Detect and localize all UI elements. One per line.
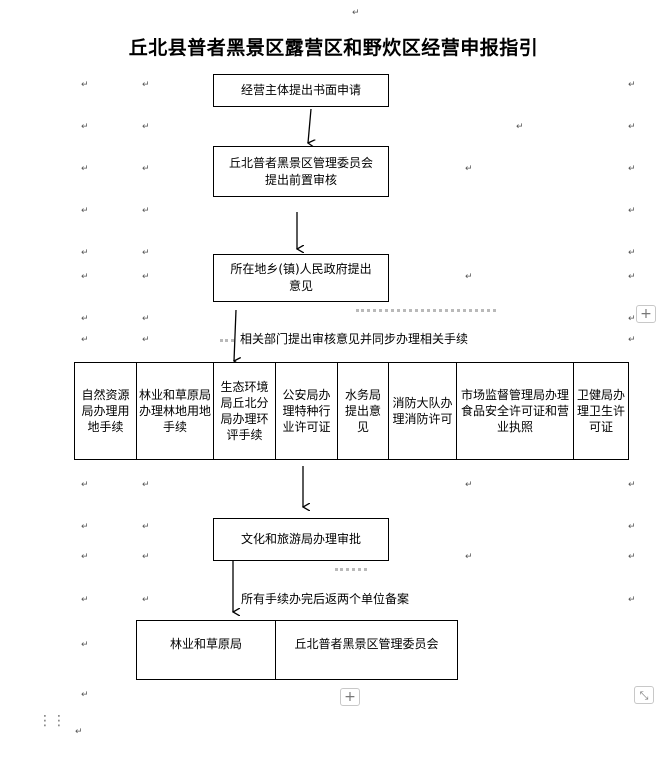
dotted-separator	[356, 309, 496, 312]
paragraph-mark: ↵	[142, 80, 150, 90]
departments-table: 自然资源局办理用地手续 林业和草原局办理林地用地手续 生态环境局丘北分局办理环评…	[74, 362, 629, 460]
step-approval: 文化和旅游局办理审批	[213, 518, 389, 561]
paragraph-mark: ↵	[81, 164, 89, 174]
paragraph-mark: ↵	[628, 164, 636, 174]
paragraph-mark: ↵	[628, 552, 636, 562]
page-title: 丘北县普者黑景区露营区和野炊区经营申报指引	[128, 37, 539, 59]
paragraph-mark: ↵	[516, 122, 524, 132]
paragraph-mark: ↵	[142, 272, 150, 282]
paragraph-mark: ↵	[81, 272, 89, 282]
paragraph-mark: ↵	[628, 80, 636, 90]
paragraph-mark: ↵	[81, 522, 89, 532]
step-pre-review-line1: 丘北普者黑景区管理委员会	[228, 155, 373, 170]
archive-unit-committee: 丘北普者黑景区管理委员会	[275, 620, 458, 680]
paragraph-mark: ↵	[628, 314, 636, 324]
paragraph-mark: ↵	[81, 690, 89, 700]
paragraph-mark: ↵	[628, 595, 636, 605]
step-town-opinion-line2: 意见	[288, 279, 313, 293]
step-pre-review-line2: 提出前置审核	[264, 172, 337, 187]
paragraph-mark: ↵	[465, 272, 473, 282]
dept-ecology: 生态环境局丘北分局办理环评手续	[213, 362, 276, 460]
paragraph-mark: ↵	[352, 8, 360, 18]
dept-water: 水务局提出意见	[337, 362, 389, 460]
paragraph-mark: ↵	[81, 122, 89, 132]
paragraph-mark: ↵	[142, 595, 150, 605]
add-column-button[interactable]: +	[636, 305, 656, 323]
paragraph-mark: ↵	[628, 480, 636, 490]
paragraph-mark: ↵	[142, 480, 150, 490]
paragraph-mark: ↵	[81, 480, 89, 490]
dept-forestry: 林业和草原局办理林地用地手续	[136, 362, 214, 460]
paragraph-mark: ↵	[628, 248, 636, 258]
arrow-1	[308, 108, 311, 143]
paragraph-mark: ↵	[142, 248, 150, 258]
step-town-opinion-line1: 所在地乡(镇)人民政府提出	[230, 262, 372, 276]
step-pre-review: 丘北普者黑景区管理委员会 提出前置审核	[213, 146, 389, 197]
step-approval-text: 文化和旅游局办理审批	[240, 532, 361, 546]
resize-icon[interactable]: ⤡	[634, 686, 654, 704]
departments-note: 相关部门提出审核意见并同步办理相关手续	[240, 332, 469, 346]
dotted-separator	[335, 568, 367, 571]
paragraph-mark: ↵	[142, 522, 150, 532]
dept-fire: 消防大队办理消防许可	[388, 362, 457, 460]
paragraph-mark: ↵	[628, 272, 636, 282]
step-town-opinion: 所在地乡(镇)人民政府提出 意见	[213, 254, 389, 302]
paragraph-mark: ↵	[81, 80, 89, 90]
paragraph-mark: ↵	[142, 164, 150, 174]
paragraph-mark: ↵	[81, 206, 89, 216]
paragraph-mark: ↵	[81, 640, 89, 650]
paragraph-mark: ↵	[81, 314, 89, 324]
step-application-text: 经营主体提出书面申请	[240, 83, 361, 97]
paragraph-mark: ↵	[628, 522, 636, 532]
step-application: 经营主体提出书面申请	[213, 74, 389, 107]
paragraph-mark: ↵	[81, 552, 89, 562]
paragraph-mark: ↵	[142, 206, 150, 216]
paragraph-mark: ↵	[142, 314, 150, 324]
dept-market-supervision: 市场监督管理局办理食品安全许可证和营业执照	[456, 362, 574, 460]
archive-table: 林业和草原局 丘北普者黑景区管理委员会	[136, 620, 458, 680]
paragraph-mark: ↵	[465, 552, 473, 562]
paragraph-mark: ↵	[81, 595, 89, 605]
drag-handle-icon[interactable]: ⋮⋮	[38, 713, 66, 729]
paragraph-mark: ↵	[465, 164, 473, 174]
archive-note: 所有手续办完后返两个单位备案	[241, 592, 410, 606]
paragraph-mark: ↵	[81, 335, 89, 345]
arrow-3	[234, 309, 236, 361]
paragraph-mark: ↵	[142, 552, 150, 562]
dept-natural-resources: 自然资源局办理用地手续	[74, 362, 137, 460]
paragraph-mark: ↵	[142, 335, 150, 345]
dept-health: 卫健局办理卫生许可证	[573, 362, 629, 460]
paragraph-mark: ↵	[81, 248, 89, 258]
add-row-button[interactable]: +	[340, 688, 360, 706]
paragraph-mark: ↵	[628, 206, 636, 216]
dotted-separator	[220, 339, 234, 342]
dept-public-security: 公安局办理特种行业许可证	[275, 362, 338, 460]
paragraph-mark: ↵	[628, 122, 636, 132]
paragraph-mark: ↵	[75, 727, 83, 737]
archive-unit-forestry: 林业和草原局	[136, 620, 276, 680]
paragraph-mark: ↵	[465, 480, 473, 490]
paragraph-mark: ↵	[628, 335, 636, 345]
paragraph-mark: ↵	[142, 122, 150, 132]
